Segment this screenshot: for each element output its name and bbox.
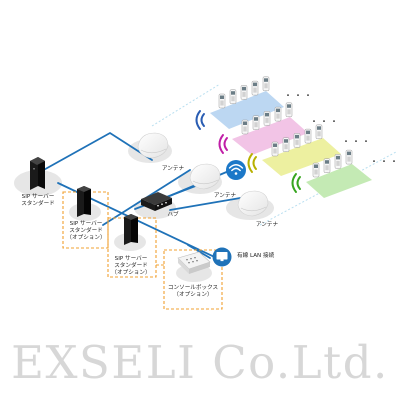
phone-icon	[252, 115, 260, 130]
ellipsis-label: ・・・	[284, 91, 314, 100]
server-icon	[30, 157, 45, 190]
ellipsis-label: ・・・	[310, 117, 340, 126]
wired-lan-label: 有線 LAN 接続	[237, 253, 275, 259]
signal-icon	[195, 110, 205, 130]
console-box-label: コンソールボックス （オプション）	[167, 285, 219, 298]
hub-label: ハブ	[167, 212, 179, 218]
phone-icon	[293, 133, 301, 148]
ellipsis-label: ・・・	[370, 157, 400, 166]
phone-icon	[263, 111, 271, 126]
phones-layer	[218, 76, 353, 178]
phone-icon	[285, 102, 293, 118]
phone-icon	[251, 80, 259, 96]
phone-icon	[323, 158, 331, 173]
phone-icon	[274, 106, 282, 122]
ellipsis-label: ・・・	[342, 137, 372, 146]
option-box-sip-2	[107, 217, 157, 278]
antenna-icon	[137, 132, 169, 159]
phone-icon	[315, 124, 323, 140]
option-box-console	[163, 249, 223, 310]
sip-server-standard-label: SIP サーバー スタンダード	[21, 194, 55, 207]
hub-icon	[141, 192, 172, 211]
phone-icon	[345, 149, 353, 165]
antenna-label: アンテナ	[255, 222, 279, 228]
phone-icon	[304, 128, 312, 144]
antenna-icon	[189, 163, 221, 190]
phone-zone-3	[247, 138, 341, 176]
phone-icon	[271, 141, 279, 157]
phone-icon	[312, 162, 320, 178]
phone-icon	[218, 93, 226, 109]
phone-icon	[240, 85, 248, 100]
antenna-icon	[237, 190, 269, 217]
phone-zone-1	[195, 91, 284, 130]
sip-server-option-1-label: SIP サーバー スタンダード （オプション）	[66, 221, 106, 241]
phone-zone-4	[291, 164, 372, 198]
signal-icon	[247, 153, 257, 173]
antenna-label: アンテナ	[213, 193, 237, 199]
sip-server-option-2-label: SIP サーバー スタンダード （オプション）	[111, 256, 151, 276]
signal-icon	[291, 173, 301, 193]
console-box-icon	[177, 251, 211, 274]
phone-icon	[262, 76, 270, 92]
antenna-label: アンテナ	[161, 166, 185, 172]
monitor-icon	[212, 247, 232, 267]
phone-icon	[241, 119, 249, 135]
phone-icon	[334, 154, 342, 169]
signal-icon	[218, 134, 228, 154]
phone-icon	[282, 137, 290, 152]
server-icon	[124, 214, 138, 245]
watermark: EXSELI Co.Ltd.	[11, 336, 389, 389]
phone-zone-2	[218, 117, 308, 155]
phone-icon	[229, 89, 237, 104]
wifi-icon	[226, 160, 246, 180]
server-icon	[77, 186, 91, 217]
